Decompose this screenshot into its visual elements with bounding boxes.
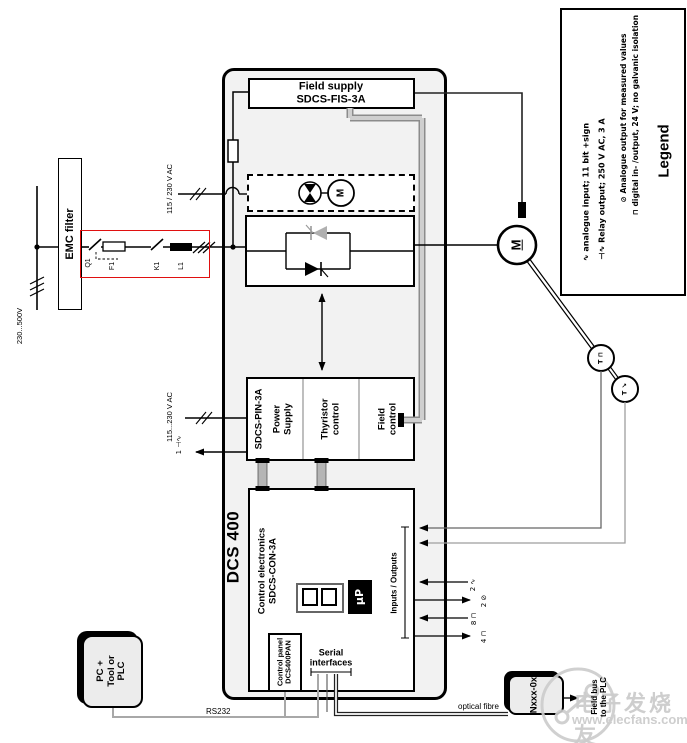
pc-tool-label: PC + Tool or PLC xyxy=(95,655,128,686)
dc-motor-label: M xyxy=(508,239,524,251)
pin-board-box xyxy=(246,377,415,461)
watermark-brand: 电子发烧友 xyxy=(574,691,675,743)
tacho-feedback-wiring xyxy=(419,371,626,547)
rs232-label: RS232 xyxy=(206,707,231,716)
fan-supply-label: 115 / 230 V AC xyxy=(164,164,174,214)
pc-tool-line3: PLC xyxy=(116,661,128,681)
seven-segment-display xyxy=(296,583,344,613)
analog-out-label: 2 ⊘ xyxy=(480,594,489,608)
shaft-and-tachos xyxy=(526,258,639,403)
fieldbus-adapter-label: Nxxx-0x xyxy=(528,676,540,714)
breaker-q1-label: Q1 xyxy=(85,258,93,268)
field-bus-label: Field bus to the PLC xyxy=(590,677,609,717)
legend-item-relay: ⊣∿ Relay output; 250 V AC, 3 A xyxy=(597,118,607,260)
drive-title: DCS 400 xyxy=(223,510,243,584)
pin-board-dividers xyxy=(302,379,360,459)
field-bus-line2: to the PLC xyxy=(599,677,608,717)
pin-board-model-label: SDCS-PIN-3A xyxy=(253,388,265,450)
pc-tool-box xyxy=(82,635,143,708)
line-components-highlight-box xyxy=(80,230,210,278)
analog-in-label: 2 ∿ xyxy=(469,578,478,592)
serial-line1: Serial xyxy=(318,647,344,658)
serial-wiring xyxy=(112,668,508,718)
control-panel-box xyxy=(268,633,302,692)
board-connectors xyxy=(255,458,329,491)
serial-line2: interfaces xyxy=(309,658,353,668)
digital-out-label: 4 ⊓ xyxy=(480,630,489,644)
display-digit-left xyxy=(302,588,318,606)
field-supply-box xyxy=(248,78,415,109)
legend-item-analog-out: ⊘ Analogue output for measured values xyxy=(618,33,628,203)
control-board-model: SDCS-CON-3A xyxy=(267,538,278,604)
relay-output-label: 1 ⊣∿ xyxy=(175,435,184,455)
io-bracket xyxy=(401,526,409,639)
io-arrows xyxy=(401,526,471,640)
electronics-supply-wiring xyxy=(185,411,246,456)
serial-interfaces-label: Serial interfaces xyxy=(310,648,353,669)
contactor-k1-label: K1 xyxy=(154,261,162,271)
control-panel-label: Control panel DCS400PAN xyxy=(276,638,294,686)
thyristor-control-line2: control xyxy=(330,402,341,436)
field-control-line2: control xyxy=(387,402,398,436)
analog-tacho-label: T ↘ xyxy=(620,382,629,396)
legend-title: Legend xyxy=(655,124,673,178)
fuse-f1-label: F1 xyxy=(109,261,117,271)
thyristor-reverse-icon xyxy=(305,224,327,240)
field-control-label: Field control xyxy=(376,402,398,436)
optical-fibre-label: optical fibre xyxy=(458,702,499,711)
fuse-f1-symbol xyxy=(102,241,126,252)
field-supply-model: SDCS-FIS-3A xyxy=(296,93,366,105)
field-supply-label: Field supply SDCS-FIS-3A xyxy=(296,80,365,105)
thyristor-control-label: Thyristor control xyxy=(319,398,341,439)
field-supply-feed xyxy=(227,91,248,247)
mains-voltage-label: 230...500V xyxy=(14,307,24,345)
emc-filter-label: EMC filter xyxy=(63,208,76,260)
io-section-label: Inputs / Outputs xyxy=(389,552,399,614)
dc-motor-icon xyxy=(496,224,538,266)
power-supply-label: Power Supply xyxy=(271,403,293,435)
legend-box xyxy=(560,8,686,296)
field-supply-name: Field supply xyxy=(298,80,364,93)
legend-item-analog-in: ∿ analogue input; 11 bit +sign xyxy=(581,122,591,262)
thyristor-bridge-symbol xyxy=(247,224,415,278)
fan-icon xyxy=(298,179,355,207)
choke-l1-label: L1 xyxy=(178,262,186,270)
legend-item-digital: ⊓ digital in- /output, 24 V; no galvanic… xyxy=(630,14,640,216)
fan-supply-wiring xyxy=(178,186,247,201)
electronics-supply-label: 115...230 V AC xyxy=(164,392,174,442)
motor-field-wiring xyxy=(415,92,526,218)
pulse-tacho-label: T ⊓ xyxy=(596,352,605,364)
watermark-logo xyxy=(540,667,616,743)
fieldbus-adapter-box xyxy=(508,675,564,715)
microprocessor-label: μP xyxy=(352,588,366,606)
thyristor-forward-icon xyxy=(305,262,329,278)
control-panel-line2: DCS400PAN xyxy=(284,640,293,684)
motor-armature-wiring xyxy=(415,224,538,266)
microprocessor-chip xyxy=(348,580,372,614)
fan-motor-label: M xyxy=(335,188,347,198)
watermark-site: www.elecfans.com xyxy=(572,712,687,727)
field-supply-bus xyxy=(346,108,426,427)
emc-filter-box xyxy=(58,158,82,310)
digital-in-label: 8 ⊓ xyxy=(470,612,479,626)
power-supply-line2: Supply xyxy=(282,403,293,435)
control-board-label: Control electronics SDCS-CON-3A xyxy=(256,528,278,615)
display-digit-right xyxy=(321,588,337,606)
choke-l1-symbol xyxy=(170,243,192,251)
